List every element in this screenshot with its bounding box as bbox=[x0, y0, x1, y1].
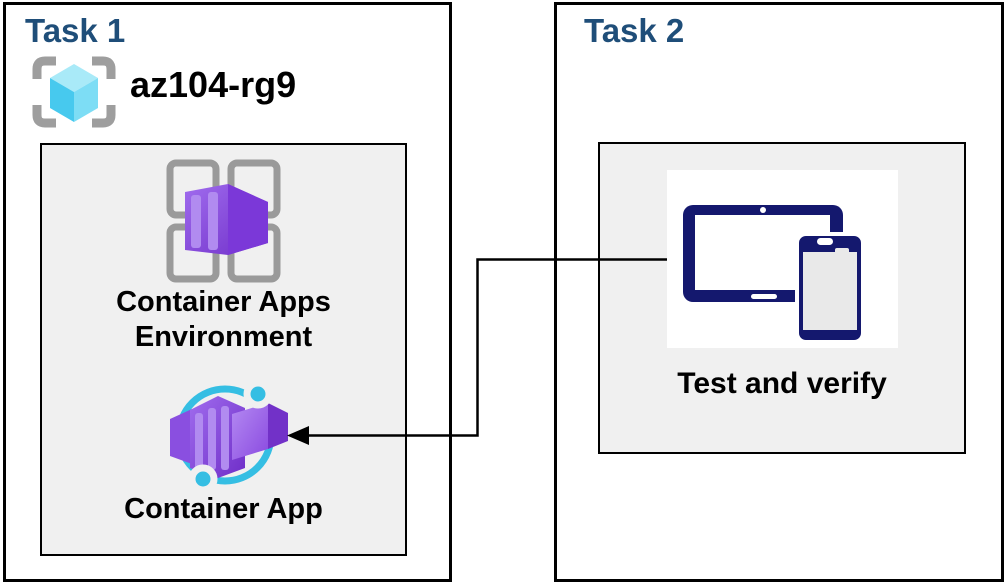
devices-icon-card bbox=[667, 170, 898, 348]
phone-speaker bbox=[817, 238, 833, 245]
phone-screen bbox=[803, 252, 857, 330]
app-container-stripe bbox=[221, 406, 229, 470]
task1-title: Task 1 bbox=[25, 12, 126, 49]
test-and-verify-label: Test and verify bbox=[677, 367, 887, 400]
tablet-and-phone-icon bbox=[683, 205, 865, 344]
bracket-bottom-left bbox=[32, 105, 56, 128]
environment-label: Container Apps Environment bbox=[42, 285, 405, 355]
bracket-top-left bbox=[32, 56, 56, 79]
resource-group-icon bbox=[32, 56, 116, 128]
environment-label-line2: Environment bbox=[134, 321, 313, 353]
env-container-stripe bbox=[208, 192, 218, 250]
container-apps-environment-icon bbox=[166, 159, 281, 283]
env-container-right-face bbox=[228, 184, 268, 255]
app-orbit-dot bbox=[188, 464, 218, 494]
resource-group-name: az104-rg9 bbox=[130, 64, 297, 105]
app-container-stripe bbox=[195, 413, 203, 469]
app-container-stripe bbox=[208, 408, 216, 470]
app-right-box-front bbox=[232, 403, 268, 460]
app-left-flap bbox=[170, 409, 192, 464]
bracket-top-right bbox=[92, 56, 116, 79]
cube-right-face bbox=[74, 78, 98, 122]
phone-notch bbox=[835, 248, 849, 254]
cube-left-face bbox=[50, 78, 74, 122]
container-app-icon bbox=[170, 379, 288, 494]
task2-title: Task 2 bbox=[584, 12, 685, 49]
tablet-camera-dot bbox=[760, 207, 766, 213]
tablet-home-bar bbox=[751, 294, 777, 299]
env-container-stripe bbox=[191, 195, 201, 248]
app-container-body bbox=[190, 396, 245, 478]
container-app-label: Container App bbox=[124, 493, 323, 525]
app-orbit-dot bbox=[243, 379, 273, 409]
environment-label-line1: Container Apps bbox=[116, 286, 331, 318]
bracket-bottom-right bbox=[92, 105, 116, 128]
app-right-box-side bbox=[268, 403, 288, 449]
